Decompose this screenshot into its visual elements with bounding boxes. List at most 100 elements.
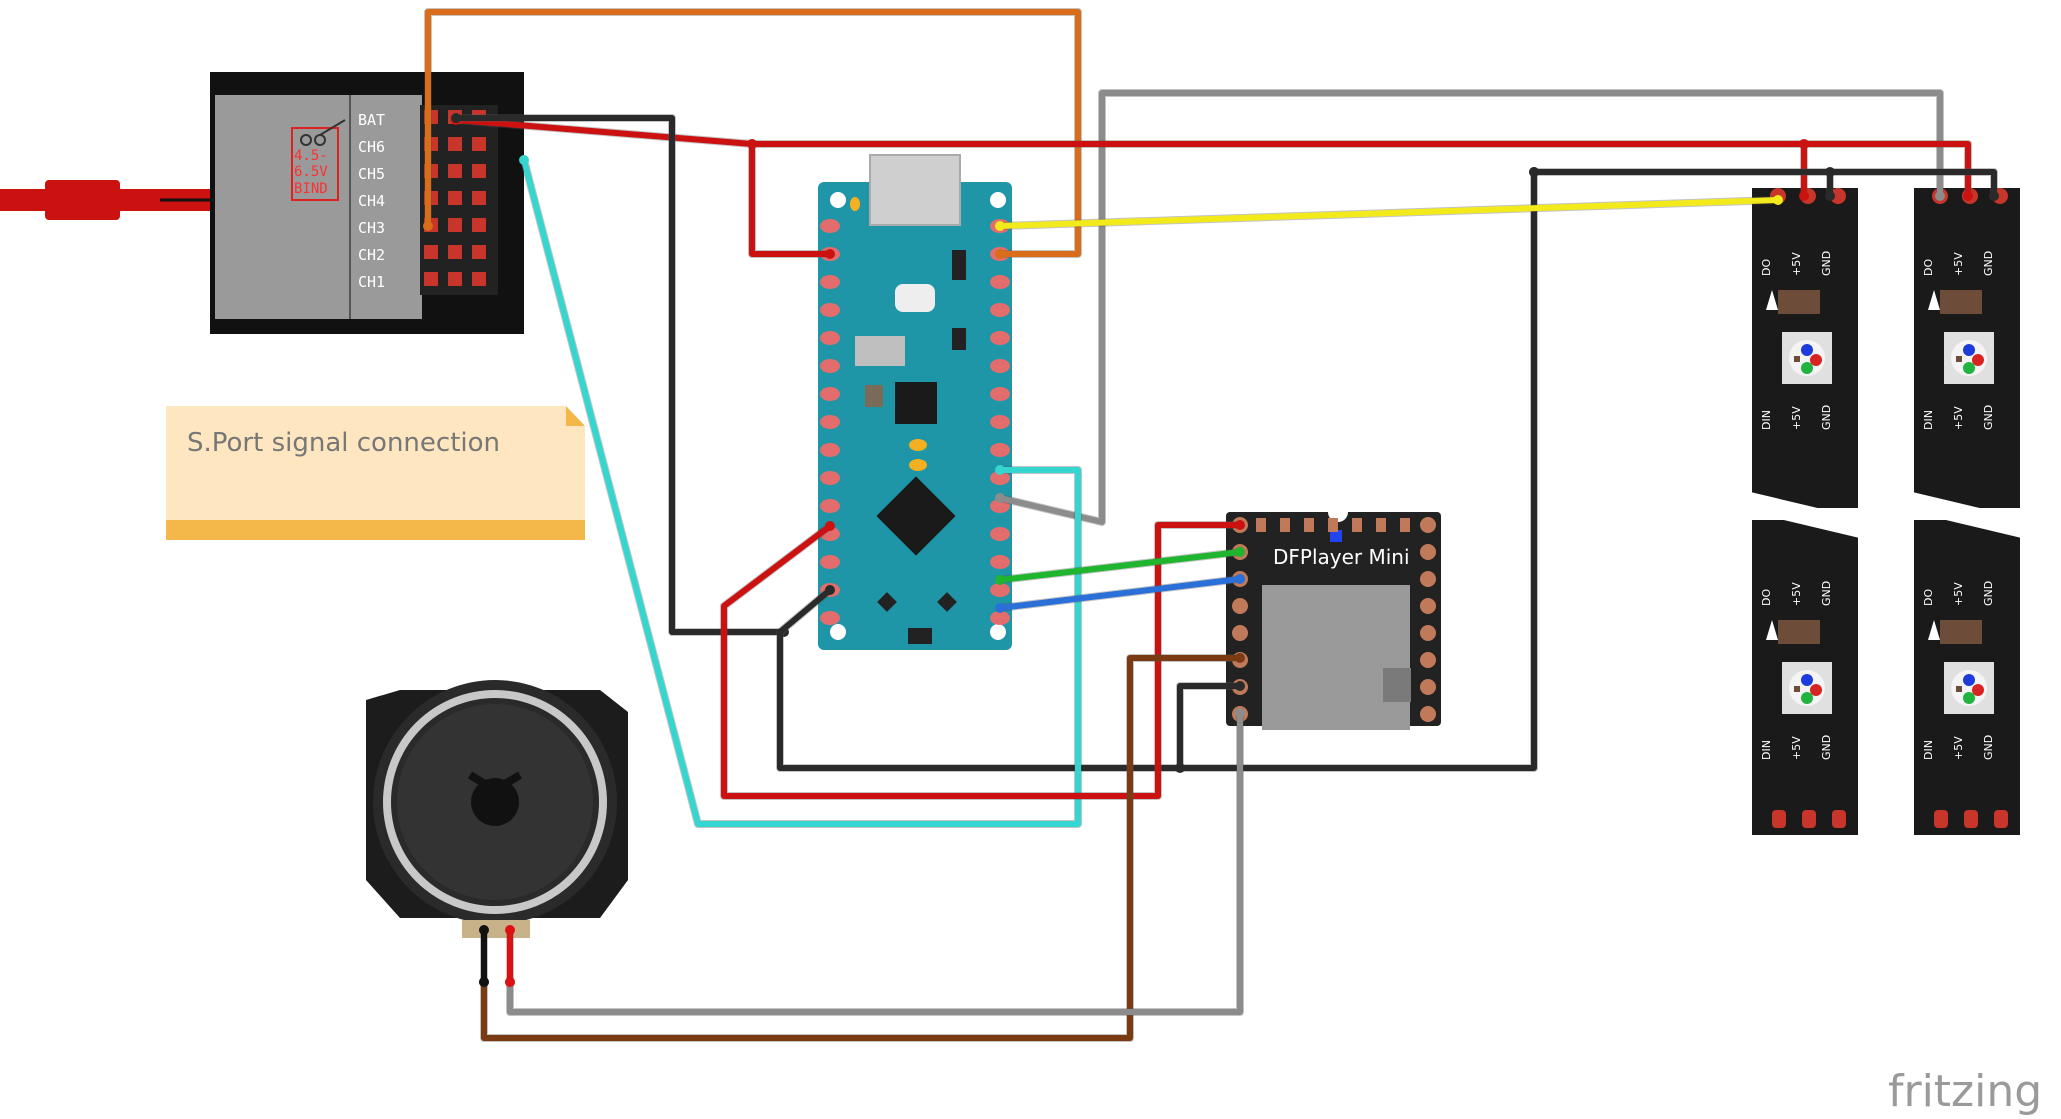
receiver-pin [472, 164, 486, 178]
strip-top-label: GND [1820, 251, 1833, 276]
wire-cyan-sport [521, 159, 1081, 827]
strip-top-label: +5V [1790, 582, 1803, 606]
nano-pin-right [990, 527, 1010, 541]
dfplayer-pad [1352, 518, 1362, 532]
note-text: S.Port signal connection [187, 428, 500, 458]
voltage-line2: 6.5V [294, 164, 328, 180]
strip-bottom-label: GND [1820, 405, 1833, 430]
wire-red-df [721, 522, 1240, 799]
receiver-pin [472, 137, 486, 151]
dfplayer-pad [1256, 518, 1266, 532]
nano-pin-left [820, 499, 840, 513]
nano-pin-left [820, 275, 840, 289]
nano-pin-left [820, 415, 840, 429]
pin-label-ch2: CH2 [358, 246, 385, 264]
arrow-up-icon [1766, 290, 1778, 310]
strip-pad [1994, 810, 2008, 828]
nano-pin-left [820, 303, 840, 317]
pin-label-ch1: CH1 [358, 273, 385, 291]
arrow-up-icon [1928, 620, 1940, 640]
dfplayer-pin-right [1420, 571, 1436, 587]
receiver-pin [448, 218, 462, 232]
speaker-cone [471, 778, 519, 826]
note: S.Port signal connection [166, 406, 585, 540]
receiver-pin [448, 191, 462, 205]
dfplayer-pad [1304, 518, 1314, 532]
nano-pin-left [820, 443, 840, 457]
strip-bottom-label: GND [1982, 405, 1995, 430]
pin-label-ch5: CH5 [358, 165, 385, 183]
dfplayer-mini: DFPlayer Mini [1226, 502, 1441, 730]
nano-pin-left [820, 219, 840, 233]
pin-label-ch4: CH4 [358, 192, 385, 210]
strip-bottom-label: +5V [1952, 736, 1965, 760]
nano-pin-right [990, 275, 1010, 289]
dfplayer-pin-right [1420, 598, 1436, 614]
strip-pad [1964, 810, 1978, 828]
nano-pin-right [990, 443, 1010, 457]
strip-top-label: DO [1922, 259, 1935, 276]
wire-black-main [777, 172, 1537, 771]
led-resistor [1778, 290, 1820, 314]
dfplayer-pin-left [1232, 625, 1248, 641]
nano-pin-left [820, 555, 840, 569]
strip-bottom-label: +5V [1790, 406, 1803, 430]
nano-pin-left [820, 611, 840, 625]
receiver-pin [472, 245, 486, 259]
strip-top-label: +5V [1790, 252, 1803, 276]
strip-top-label: DO [1760, 589, 1773, 606]
strip-pad [1802, 810, 1816, 828]
voltage-label-box [291, 127, 339, 201]
led-strip-1 [1742, 188, 1868, 835]
wire-black-gnd [456, 115, 784, 635]
wires [423, 8, 1999, 1042]
dfplayer-pin-right [1420, 544, 1436, 560]
wire-brown-spk [481, 655, 1240, 1041]
wire-red-strip2 [752, 141, 1971, 196]
nano-pin-left [820, 471, 840, 485]
strip-bottom-label: GND [1982, 735, 1995, 760]
nano-pin-right [990, 415, 1010, 429]
wire-black-strip2 [1830, 169, 1997, 196]
receiver-pin [472, 218, 486, 232]
nano-pin-right [990, 303, 1010, 317]
strip-pad [1772, 810, 1786, 828]
strip-top-label: DO [1922, 589, 1935, 606]
led-resistor [1940, 620, 1982, 644]
wire-black-df [1177, 683, 1240, 768]
dfplayer-pad [1280, 518, 1290, 532]
strip-top-pad [1830, 188, 1846, 204]
receiver-pin [448, 164, 462, 178]
bind-label: BIND [294, 181, 328, 197]
rc-receiver: 4.5- 6.5V BIND BAT CH6 CH5 CH4 CH3 CH2 C… [0, 72, 524, 334]
nano-pin-right [990, 471, 1010, 485]
strip-pad [1832, 810, 1846, 828]
strip-bottom-label: DIN [1760, 740, 1773, 760]
strip-bottom-label: DIN [1922, 740, 1935, 760]
receiver-pin [424, 272, 438, 286]
led-strip-2 [1904, 188, 2030, 835]
strip-bottom-label: +5V [1790, 736, 1803, 760]
dfplayer-pin-right [1420, 517, 1436, 533]
receiver-pin [448, 272, 462, 286]
receiver-pin [472, 272, 486, 286]
pin-label-ch6: CH6 [358, 138, 385, 156]
wire-yellow-data [999, 197, 1779, 229]
pin-label-bat: BAT [358, 111, 385, 129]
receiver-pin [424, 245, 438, 259]
dfplayer-title: DFPlayer Mini [1273, 545, 1410, 569]
arduino-nano [818, 154, 1012, 650]
dfplayer-pin-right [1420, 652, 1436, 668]
nano-pin-right [990, 499, 1010, 513]
sd-card-slot [1262, 585, 1410, 730]
arrow-up-icon [1928, 290, 1940, 310]
fritzing-logo: fritzing [1888, 1066, 2042, 1117]
dfplayer-pin-right [1420, 625, 1436, 641]
strip-top-label: DO [1760, 259, 1773, 276]
strip-bottom-label: DIN [1922, 410, 1935, 430]
strip-top-label: GND [1982, 251, 1995, 276]
nano-pin-left [820, 359, 840, 373]
nano-pin-left [820, 331, 840, 345]
wire-blue-rx [999, 576, 1241, 611]
